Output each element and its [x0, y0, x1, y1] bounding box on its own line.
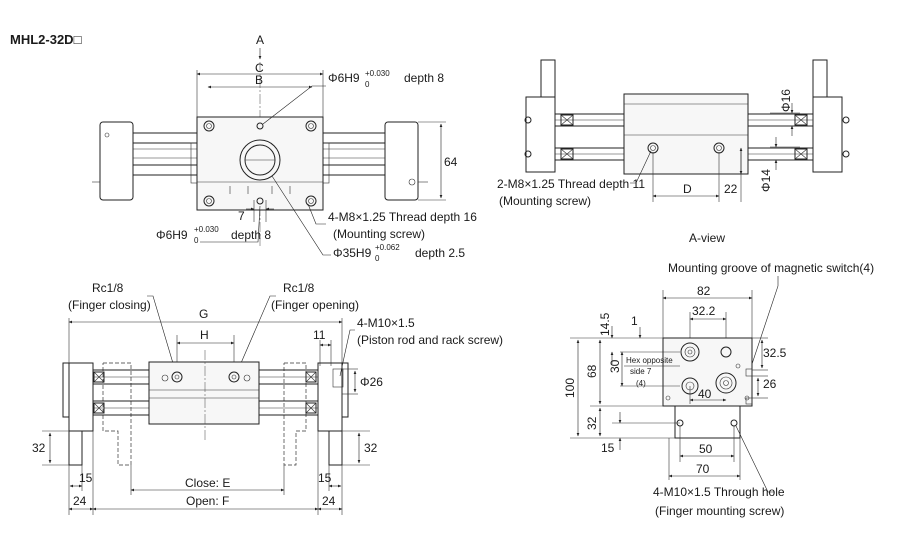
- through-hole-note: 4-M10×1.5 Through hole: [653, 485, 785, 499]
- hex-line3: (4): [636, 379, 646, 388]
- dim-22: 22: [724, 182, 738, 196]
- dim-100: 100: [563, 378, 577, 398]
- dim-64: 64: [444, 155, 458, 169]
- dim-7: 7: [238, 209, 245, 223]
- dim-70: 70: [696, 462, 710, 476]
- dim-50: 50: [699, 442, 713, 456]
- bore-tol-upper: +0.062: [375, 243, 400, 252]
- pin-hole-top-label: Φ6H9: [328, 71, 360, 85]
- thread-note-top: 4-M8×1.25 Thread depth 16: [328, 210, 477, 224]
- rc-left: Rc1/8: [92, 281, 124, 295]
- dim-phi14: Φ14: [759, 169, 773, 192]
- dim-82: 82: [697, 284, 711, 298]
- dim-1: 1: [631, 314, 638, 328]
- rc-right-sub: (Finger opening): [271, 298, 359, 312]
- dim-g-label: G: [199, 307, 208, 321]
- piston-note-sub: (Piston rod and rack screw): [357, 333, 503, 347]
- thread-note-aview: 2-M8×1.25 Thread depth 11: [497, 177, 645, 191]
- side-view: Mounting groove of magnetic switch(4) 82…: [563, 261, 874, 518]
- dim-68: 68: [585, 364, 599, 378]
- pin-hole-bottom-tol-lower: 0: [194, 236, 199, 245]
- thread-note-aview-sub: (Mounting screw): [499, 194, 591, 208]
- front-view: G H Rc1/8 (Finger closing) Rc1/8 (Finger…: [32, 281, 503, 515]
- pin-hole-bottom-label: Φ6H9: [156, 228, 188, 242]
- dim-32-2: 32.2: [692, 304, 716, 318]
- dim-h-label: H: [200, 328, 209, 342]
- dim-c-label: C: [255, 61, 264, 75]
- dim-14-5: 14.5: [598, 312, 612, 336]
- dim-15-right: 15: [318, 471, 332, 485]
- dim-24-right: 24: [322, 494, 336, 508]
- close-label: Close: E: [185, 476, 230, 490]
- hex-line1: Hex opposite: [626, 356, 673, 365]
- rc-left-sub: (Finger closing): [68, 298, 151, 312]
- dim-15-side: 15: [601, 441, 615, 455]
- dim-32-right: 32: [364, 441, 378, 455]
- dim-24-left: 24: [73, 494, 87, 508]
- dim-11: 11: [313, 328, 326, 342]
- section-mark-a: A: [256, 33, 264, 47]
- bore-depth: depth 2.5: [415, 246, 465, 260]
- dim-30: 30: [608, 359, 622, 373]
- dim-26: 26: [763, 377, 777, 391]
- through-hole-sub: (Finger mounting screw): [655, 504, 784, 518]
- rc-right: Rc1/8: [283, 281, 315, 295]
- pin-hole-top-depth: depth 8: [404, 71, 444, 85]
- hex-line2: side 7: [630, 367, 652, 376]
- pin-hole-top-tol-upper: +0.030: [365, 69, 390, 78]
- dim-phi16: Φ16: [779, 89, 793, 112]
- drawing-title: MHL2-32D□: [10, 32, 82, 47]
- a-view: Φ16 Φ14 D 22 2-M8×1.25 Thread depth 11 (…: [497, 59, 850, 245]
- thread-note-top-sub: (Mounting screw): [333, 227, 425, 241]
- dim-phi26: Φ26: [360, 375, 383, 389]
- dim-32-left: 32: [32, 441, 46, 455]
- dim-32-side: 32: [585, 416, 599, 430]
- dim-40: 40: [698, 387, 712, 401]
- dim-32-5: 32.5: [763, 346, 787, 360]
- pin-hole-bottom-tol-upper: +0.030: [194, 225, 219, 234]
- dim-b-label: B: [255, 73, 263, 87]
- piston-note: 4-M10×1.5: [357, 316, 415, 330]
- pin-hole-top-tol-lower: 0: [365, 80, 370, 89]
- bore-tol-lower: 0: [375, 254, 380, 263]
- open-label: Open: F: [186, 494, 229, 508]
- dim-d-label: D: [683, 182, 692, 196]
- top-view: A C B: [92, 33, 477, 263]
- groove-note: Mounting groove of magnetic switch(4): [668, 261, 874, 275]
- dim-15-left: 15: [79, 471, 93, 485]
- bore-note: Φ35H9: [333, 246, 372, 260]
- pin-hole-bottom-depth: depth 8: [231, 228, 271, 242]
- a-view-label: A-view: [689, 231, 725, 245]
